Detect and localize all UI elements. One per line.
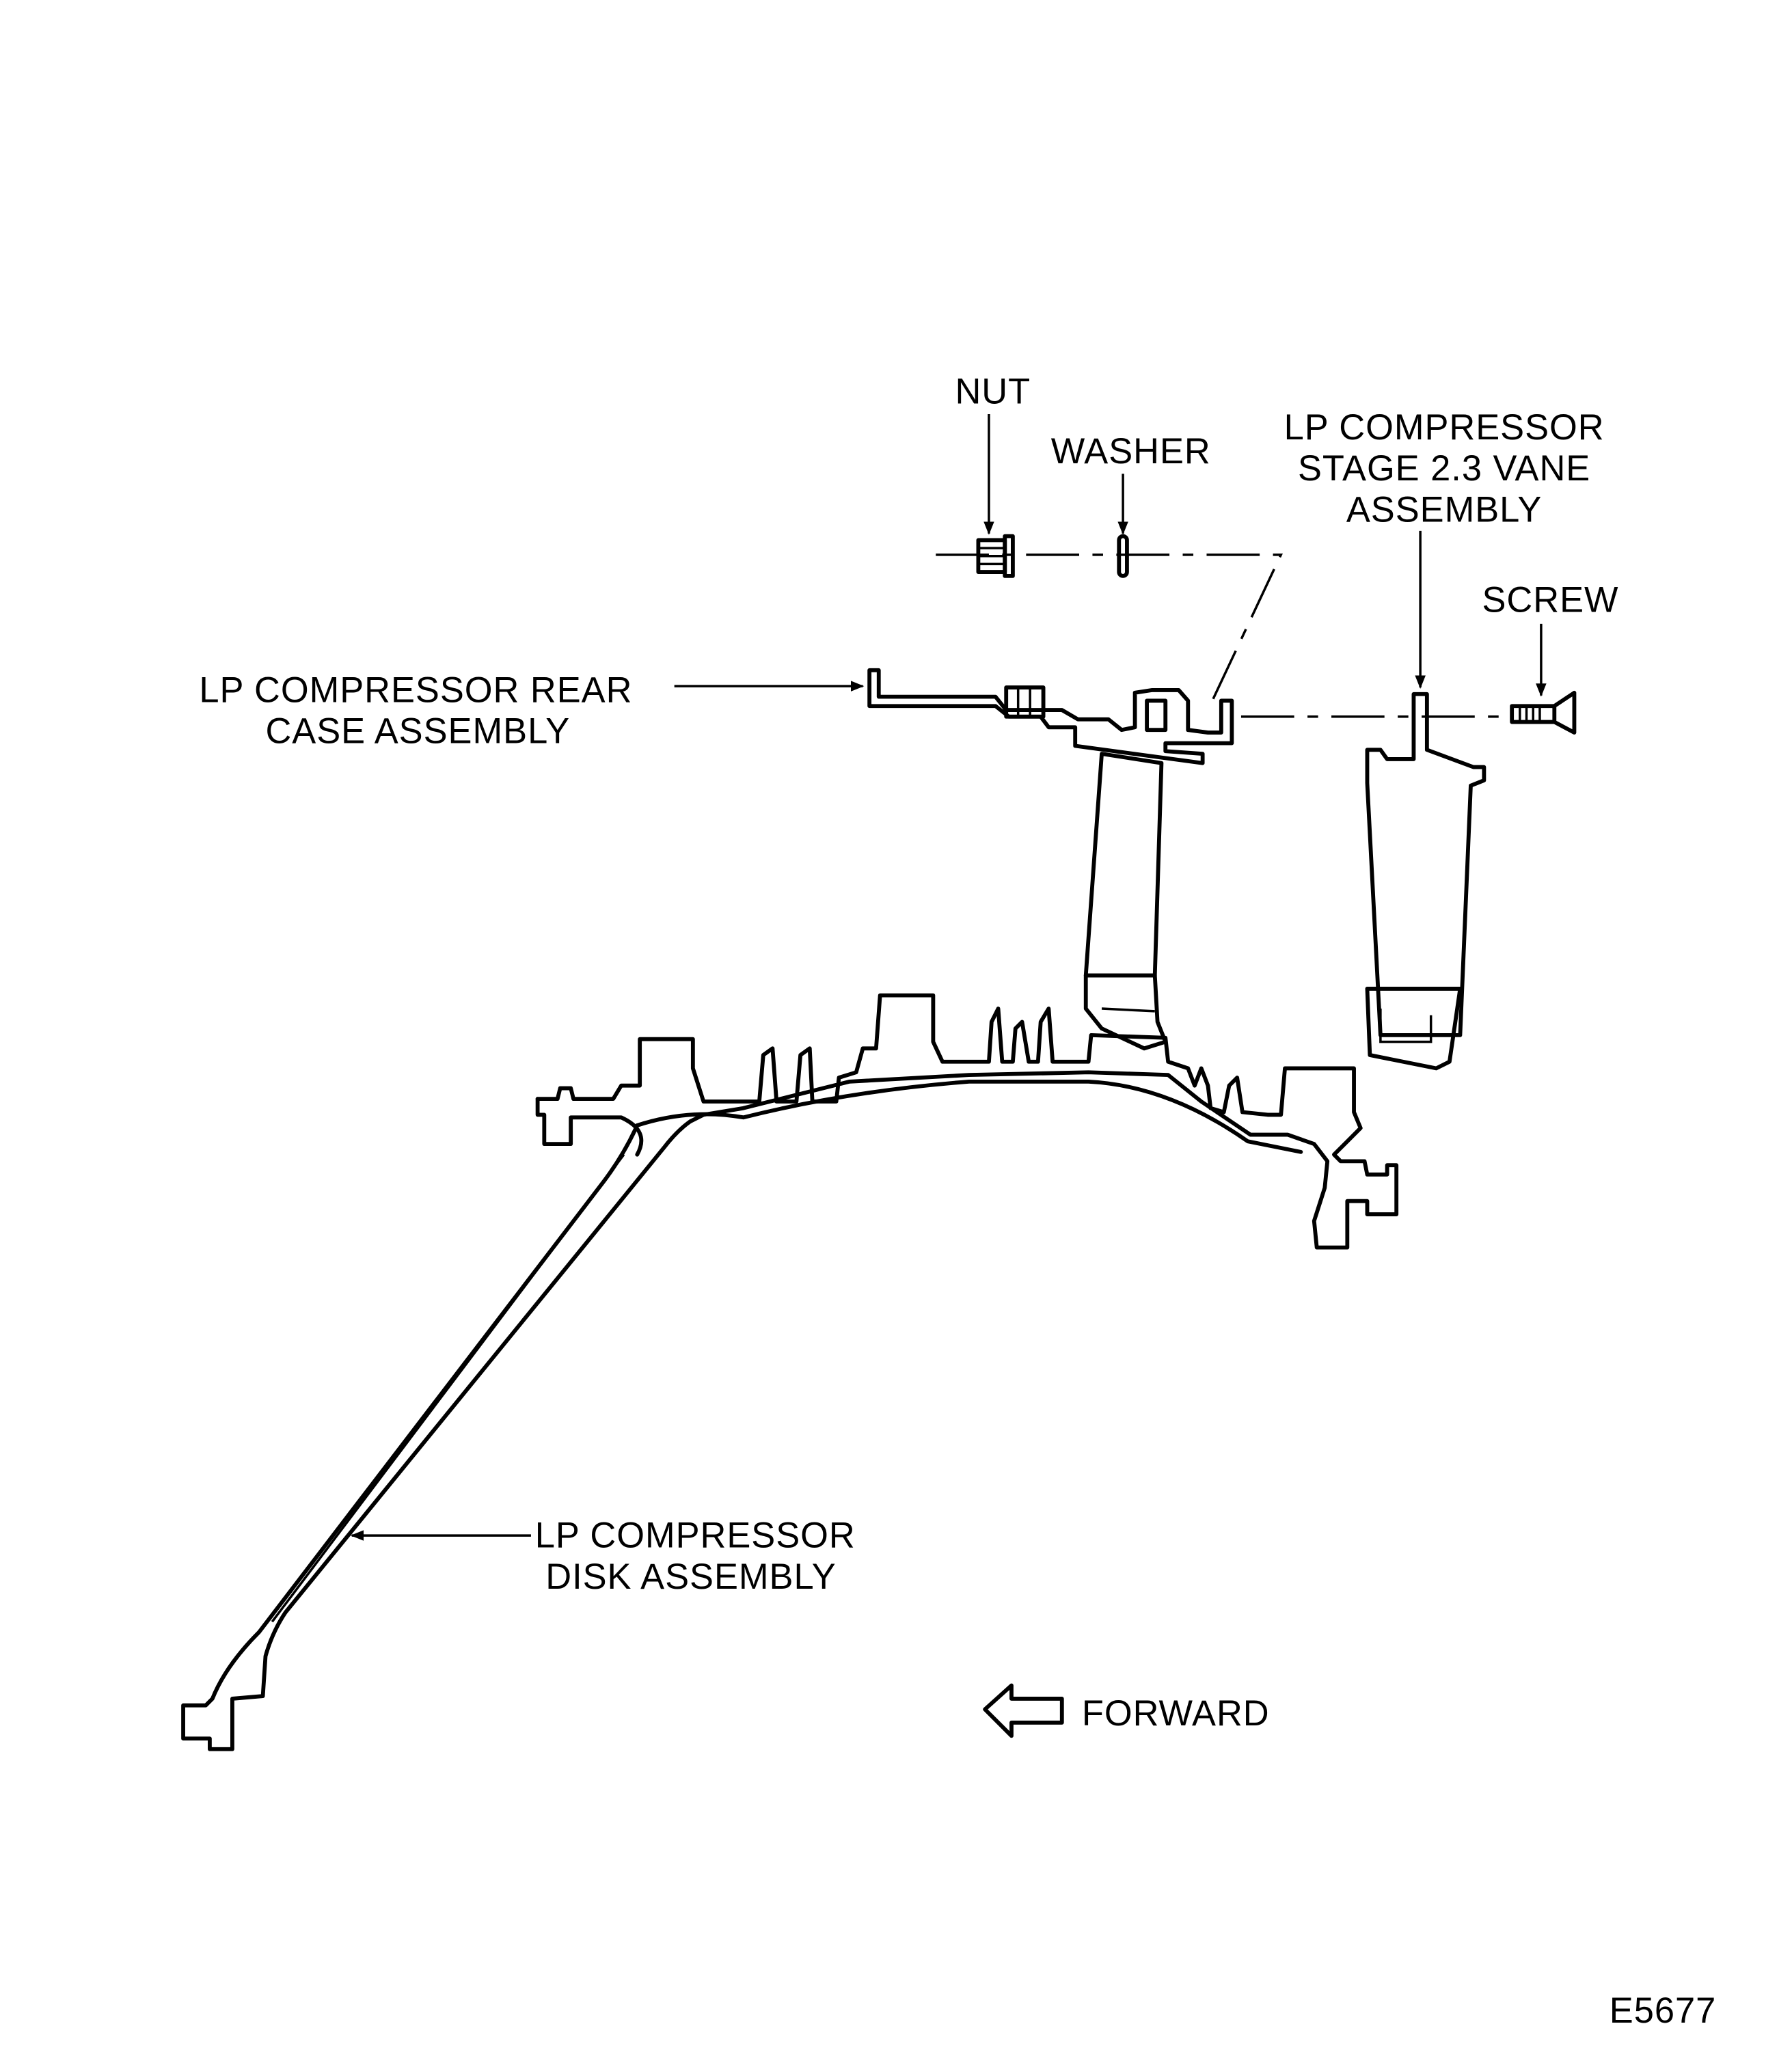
disk-assembly-part: [181, 993, 1399, 1751]
washer-part: [1117, 534, 1129, 578]
washer-label: WASHER: [1051, 432, 1211, 471]
rear-case-label-line2: CASE ASSEMBLY: [265, 712, 570, 752]
centerlines: [936, 553, 1511, 718]
vane-assembly-label-line1: LP COMPRESSOR: [1284, 408, 1605, 448]
disk-label-line1: LP COMPRESSOR: [535, 1516, 856, 1556]
screw-part: [1510, 690, 1577, 735]
forward-arrow-icon: [983, 1683, 1064, 1738]
screw-label: SCREW: [1482, 580, 1618, 620]
forward-label: FORWARD: [1082, 1694, 1270, 1734]
figure-id: E5677: [1610, 1991, 1716, 2031]
rear-case-label-line1: LP COMPRESSOR REAR: [199, 670, 632, 710]
leader-arrows: [350, 413, 1547, 1541]
vane-assembly-label-line2: STAGE 2.3 VANE: [1298, 449, 1590, 489]
vane-assembly-label-line3: ASSEMBLY: [1346, 490, 1543, 530]
nut-label: NUT: [955, 372, 1031, 411]
disk-label-line2: DISK ASSEMBLY: [545, 1557, 836, 1597]
nut-part: [976, 534, 1015, 578]
vane-assembly-part: [1365, 692, 1486, 1071]
rear-case-part: [867, 668, 1234, 1051]
